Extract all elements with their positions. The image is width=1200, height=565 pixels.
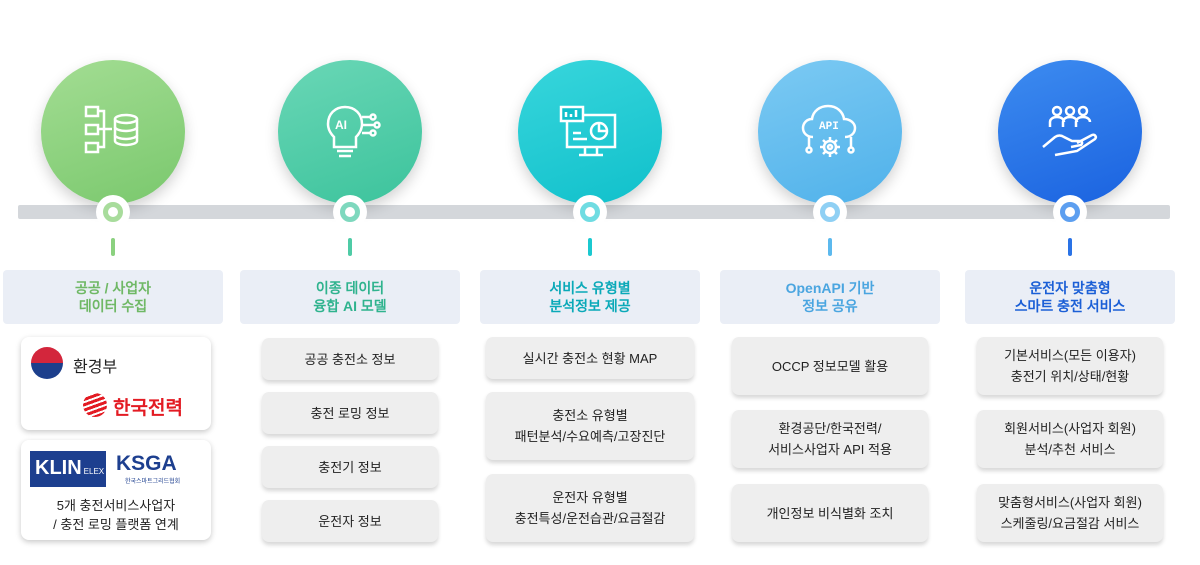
org-logo-card: 환경부 한국전력 xyxy=(21,337,211,430)
timeline-node xyxy=(573,195,607,229)
stage-circle xyxy=(41,60,185,204)
info-card: 맞춤형서비스(사업자 회원)스케줄링/요금절감 서비스 xyxy=(977,484,1163,542)
svg-text:API: API xyxy=(819,121,839,133)
timeline-tick xyxy=(1068,238,1072,256)
info-card: 기본서비스(모든 이용자)충전기 위치/상태/현황 xyxy=(977,337,1163,395)
kepco-logo-icon xyxy=(83,393,107,417)
ksga-logo: KSGA xyxy=(116,452,177,475)
user-service-hand-icon xyxy=(1042,105,1098,157)
stage-circle: API xyxy=(758,60,902,204)
timeline-node xyxy=(813,195,847,229)
info-card: 충전기 정보 xyxy=(262,446,438,488)
stage-circle xyxy=(998,60,1142,204)
info-card: 실시간 충전소 현황 MAP xyxy=(486,337,694,379)
info-card: 회원서비스(사업자 회원)분석/추천 서비스 xyxy=(977,410,1163,468)
timeline-tick xyxy=(111,238,115,256)
info-card: 충전 로밍 정보 xyxy=(262,392,438,434)
kepco-name: 한국전력 xyxy=(113,398,183,419)
stage-circle xyxy=(518,60,662,204)
info-card: 개인정보 비식별화 조치 xyxy=(732,484,928,542)
timeline-tick xyxy=(828,238,832,256)
info-card: OCCP 정보모델 활용 xyxy=(732,337,928,395)
ksga-sub: 한국스마트그리드협회 xyxy=(125,479,181,485)
ai-brain-icon: AI xyxy=(326,105,381,158)
timeline-node xyxy=(333,195,367,229)
api-cloud-icon: API xyxy=(801,104,857,157)
svg-text:AI: AI xyxy=(335,118,347,132)
info-card: 운전자 정보 xyxy=(262,500,438,542)
info-card: 환경공단/한국전력/서비스사업자 API 적용 xyxy=(732,410,928,468)
timeline-node xyxy=(1053,195,1087,229)
stage-circle: AI xyxy=(278,60,422,204)
timeline-tick xyxy=(588,238,592,256)
partner-text: 5개 충전서비스사업자/ 충전 로밍 플랫폼 연계 xyxy=(53,498,179,532)
timeline-node xyxy=(96,195,130,229)
data-collection-icon xyxy=(84,105,139,154)
info-card: 공공 충전소 정보 xyxy=(262,338,438,380)
moe-emblem-icon xyxy=(31,347,63,379)
analytics-monitor-icon xyxy=(559,105,617,157)
moe-name: 환경부 xyxy=(73,359,118,376)
timeline-tick xyxy=(348,238,352,256)
